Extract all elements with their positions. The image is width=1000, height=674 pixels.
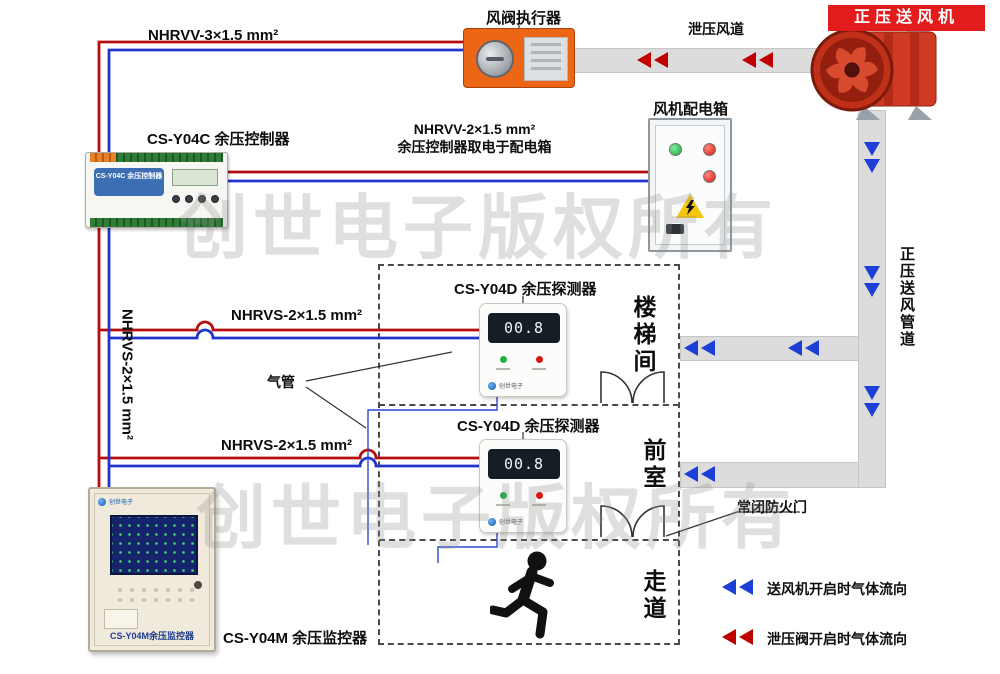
brand-name: 创世电子 [499,384,524,390]
cable-label-monitor: NHRVS-2×1.5 mm² [118,308,136,441]
indicator-caption [532,504,546,506]
air-tube-label: 气管 [267,374,295,390]
monitor-keypad [110,583,198,603]
supply-flow-arrow-down [864,386,880,417]
room-label-stairwell: 楼梯间 [630,295,656,376]
cabinet-lock-icon [194,581,202,589]
detector-display: 00.8 [488,449,560,479]
pressure-monitor-cs-y04m: 创世电子 CS-Y04M余压监控器 [88,487,216,652]
supply-fan [810,17,937,120]
fan-distribution-box [648,118,732,252]
damper-actuator [463,28,575,88]
room-label-corridor: 走道 [640,569,666,623]
pressure-detector-frontroom: 00.8 创世电子 [479,439,567,533]
cable-label-detector2: NHRVS-2×1.5 mm² [221,437,353,454]
brand-logo: 创世电子 [488,381,523,390]
supply-duct-label: 正压送风管道 [898,246,915,348]
room-label-frontroom: 前室 [640,438,666,492]
brand-name: 创世电子 [499,520,524,526]
brand-swirl-icon [488,517,496,526]
legend-supply-arrow [722,579,753,595]
monitor-face-label: CS-Y04M余压监控器 [109,631,194,641]
supply-duct-vertical [858,110,886,488]
pressure-detector-stairwell: 00.8 创世电子 [479,303,567,397]
box-handle [666,224,684,234]
brand-logo: 创世电子 [98,497,133,506]
brand-swirl-icon [488,381,496,390]
distribution-box-title: 风机配电箱 [653,101,729,118]
cable-label-power-line1: NHRVV-2×1.5 mm² [413,121,536,137]
actuator-knob-icon [476,40,514,78]
indicator-caption [496,368,510,370]
detector-display: 00.8 [488,313,560,343]
controller-title: CS-Y04C 余压控制器 [147,131,290,148]
floor-separator-2 [379,539,679,541]
cabinet-door [94,493,210,646]
brand-logo: 创世电子 [488,517,523,526]
controller-lcd [172,169,218,186]
actuator-title: 风阀执行器 [486,10,562,27]
red-indicator [536,492,543,499]
legend-supply-text: 送风机开启时气体流向 [767,581,907,597]
legend-relief-arrow [722,629,753,645]
fire-door-label: 常闭防火门 [737,499,807,515]
relief-duct [574,48,832,73]
cable-label-actuator: NHRVV-3×1.5 mm² [148,27,279,44]
cable-label-power-line2: 余压控制器取电于配电箱 [397,138,552,155]
actuator-nameplate [524,37,568,81]
detector2-title: CS-Y04D 余压探测器 [457,418,600,435]
fan-title-badge: 正压送风机 [828,5,985,31]
cable-label-power: NHRVV-2×1.5 mm² 余压控制器取电于配电箱 [382,121,567,156]
monitor-nameplate [104,609,138,629]
brand-name: 创世电子 [109,500,134,506]
green-indicator-light [669,143,682,156]
running-person-icon [490,551,554,639]
supply-flow-arrow-left [684,466,715,482]
detector1-title: CS-Y04D 余压探测器 [454,281,597,298]
controller-buttons [172,195,219,203]
monitor-title: CS-Y04M 余压监控器 [223,630,368,647]
relief-flow-arrow [637,52,668,68]
supply-flow-arrow-left [788,340,819,356]
pressure-controller-cs-y04c: CS-Y04C 余压控制器 [85,152,228,228]
green-indicator [500,492,507,499]
supply-flow-arrow-left [684,340,715,356]
indicator-caption [532,368,546,370]
indicator-caption [496,504,510,506]
brand-swirl-icon [98,497,106,506]
detector-reading: 00.8 [503,455,545,473]
terminal-strip [90,218,223,227]
red-indicator-light [703,170,716,183]
relief-flow-arrow [742,52,773,68]
floor-separator-1 [379,404,679,406]
legend-relief-text: 泄压阀开启时气体流向 [767,631,907,647]
cable-label-detector1: NHRVS-2×1.5 mm² [231,307,363,324]
supply-flow-arrow-down [864,142,880,173]
relief-duct-label: 泄压风道 [688,21,744,37]
terminal-strip-orange [90,153,116,162]
green-indicator [500,356,507,363]
supply-flow-arrow-down [864,266,880,297]
monitor-screen [110,515,198,575]
red-indicator-light [703,143,716,156]
detector-reading: 00.8 [503,319,545,337]
red-indicator [536,356,543,363]
controller-face-label: CS-Y04C 余压控制器 [94,168,164,196]
